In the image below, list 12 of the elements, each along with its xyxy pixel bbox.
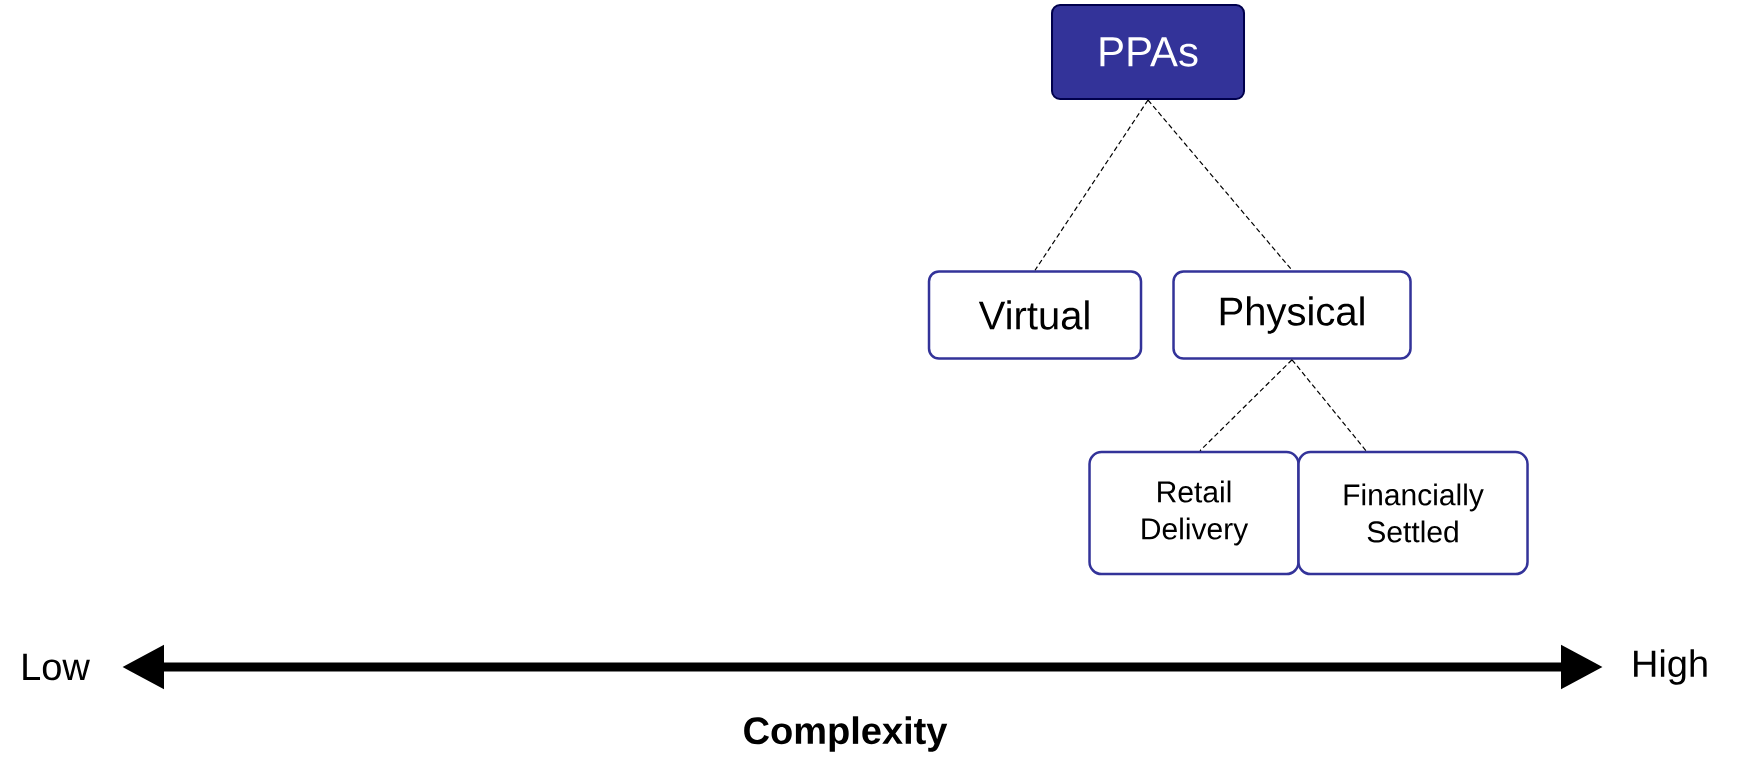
root-box: PPAs xyxy=(1051,4,1245,100)
dashed-connector xyxy=(1291,359,1367,452)
subcategory-box: Financially Settled xyxy=(1297,450,1529,576)
subcategory-box: Retail Delivery xyxy=(1088,450,1300,576)
axis-end-label: High xyxy=(1634,649,1707,685)
dashed-connector xyxy=(1034,99,1149,271)
category-box: Physical xyxy=(1172,270,1412,360)
dashed-connector xyxy=(1147,99,1293,271)
dashed-connector xyxy=(1199,359,1293,452)
axis-end-label: Low xyxy=(23,653,90,681)
category-box: Virtual xyxy=(927,270,1143,360)
axis-title: Complexity xyxy=(744,716,948,752)
